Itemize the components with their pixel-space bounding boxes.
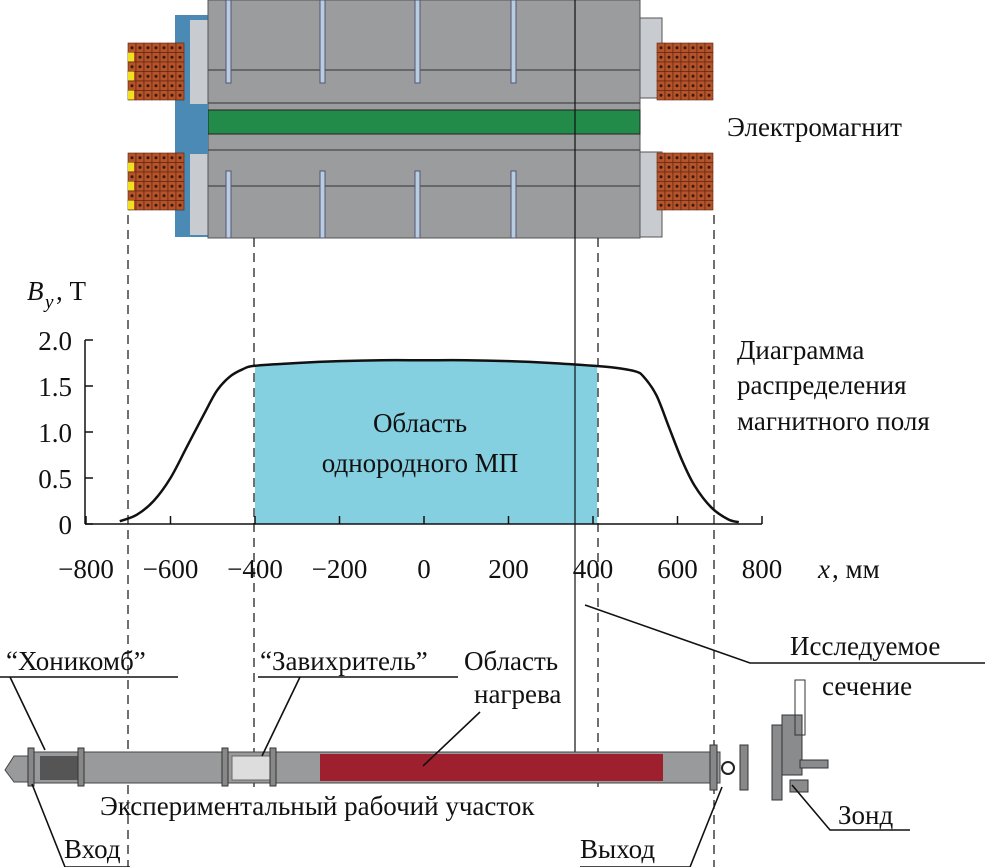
diagram-label-1: Диаграмма <box>737 335 864 365</box>
test-section-pipe <box>4 679 829 801</box>
y-tick-label: 0.5 <box>38 464 72 494</box>
uniform-label-2: однородного МП <box>322 448 518 478</box>
swirler-label: “Завихритель” <box>260 646 428 676</box>
x-tick-label: 400 <box>573 554 614 584</box>
x-tick-label: −200 <box>312 554 368 584</box>
callouts: “Хоникомб” “Завихритель” Область нагрева… <box>0 604 985 867</box>
coil-insulator <box>128 90 134 100</box>
x-tick-label: 600 <box>657 554 698 584</box>
x-tick-label: 0 <box>417 554 431 584</box>
uniform-region-fill <box>255 360 598 524</box>
x-axis-label: x <box>817 554 830 584</box>
x-axis-unit: , мм <box>832 554 880 584</box>
probe-assembly <box>771 679 829 801</box>
diagram-label-2: распределения <box>737 370 907 400</box>
section-label-2: сечение <box>822 671 912 701</box>
coil-insulator <box>128 71 134 81</box>
test-section-label: Экспериментальный рабочий участок <box>100 791 535 821</box>
field-chart: −800 −600 −400 −200 0 200 400 600 800 0 0.5 1.0 1.5 2… <box>27 276 880 584</box>
y-axis-unit: , Т <box>56 276 87 306</box>
x-tick-label: 200 <box>488 554 529 584</box>
coil-insulator <box>128 181 134 191</box>
coil-insulator <box>128 52 134 62</box>
uniform-label-1: Область <box>373 408 467 438</box>
y-tick-label: 2.0 <box>38 326 72 356</box>
x-tick-label: 800 <box>742 554 783 584</box>
electromagnet-label: Электромагнит <box>727 112 902 142</box>
heating-label-1: Область <box>464 646 558 676</box>
y-tick-label: 0 <box>59 510 73 540</box>
x-tick-label: −600 <box>143 554 199 584</box>
x-tick-label: −400 <box>227 554 283 584</box>
section-label-1: Исследуемое <box>790 631 940 661</box>
coil-insulator <box>128 162 134 172</box>
y-axis-label-sub: y <box>43 292 54 313</box>
field-curve <box>119 358 740 524</box>
coil-windings <box>127 42 714 211</box>
outlet-label: Выход <box>580 834 655 864</box>
heating-label-2: нагрева <box>474 679 561 709</box>
honeycomb-insert <box>40 756 78 780</box>
inlet-label: Вход <box>64 834 121 864</box>
heating-region <box>320 754 663 781</box>
honeycomb-label: “Хоникомб” <box>6 646 146 676</box>
x-tick-label: −800 <box>58 554 114 584</box>
y-axis-label: B <box>27 276 44 306</box>
y-tick-label: 1.0 <box>38 418 72 448</box>
diagram-label-3: магнитного поля <box>737 406 930 436</box>
electromagnet-drawing <box>127 0 714 239</box>
swirler-insert <box>231 755 273 781</box>
channel <box>207 109 641 135</box>
coil-insulator <box>128 200 134 210</box>
probe-label: Зонд <box>838 800 893 830</box>
y-tick-label: 1.5 <box>38 372 72 402</box>
